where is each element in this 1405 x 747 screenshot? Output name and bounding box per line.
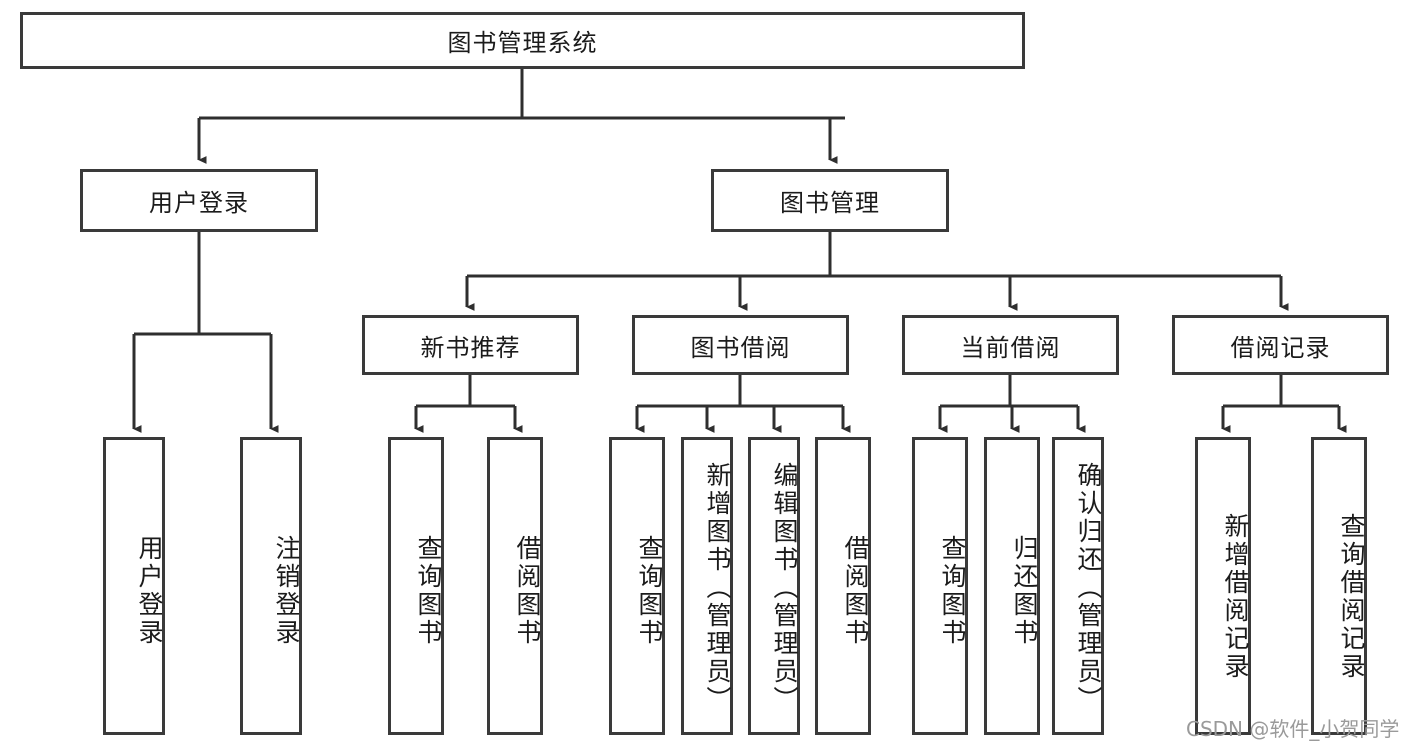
node-user-login-label: 用户登录 (149, 190, 249, 217)
node-root-label: 图书管理系统 (447, 30, 598, 57)
leaf-user-logout-label: 注销登录 (272, 535, 300, 647)
leaf-borrow-book-label: 借阅图书 (841, 535, 869, 647)
leaf-query-book-borrow[interactable]: 查询图书 (609, 437, 665, 735)
leaf-add-book-admin-label: 新增图书（管理员） (703, 462, 731, 714)
watermark-text: CSDN @软件_小贺同学 (1186, 717, 1400, 741)
leaf-return-book[interactable]: 归还图书 (984, 437, 1040, 735)
leaf-edit-book-admin[interactable]: 编辑图书（管理员） (748, 437, 800, 735)
node-book-management[interactable]: 图书管理 (711, 169, 949, 232)
leaf-query-book-recommend[interactable]: 查询图书 (388, 437, 444, 735)
leaf-add-borrow-record[interactable]: 新增借阅记录 (1195, 437, 1251, 735)
leaf-borrow-book[interactable]: 借阅图书 (815, 437, 871, 735)
node-current-borrow-label: 当前借阅 (960, 334, 1061, 362)
node-borrow-record-label: 借阅记录 (1230, 334, 1331, 362)
leaf-user-logout[interactable]: 注销登录 (240, 437, 302, 735)
leaf-confirm-return-admin-label: 确认归还（管理员） (1074, 462, 1102, 714)
node-new-book-recommend[interactable]: 新书推荐 (362, 315, 579, 375)
leaf-user-login[interactable]: 用户登录 (103, 437, 165, 735)
node-current-borrow[interactable]: 当前借阅 (902, 315, 1119, 375)
leaf-query-borrow-record[interactable]: 查询借阅记录 (1311, 437, 1367, 735)
leaf-return-book-label: 归还图书 (1010, 535, 1038, 647)
leaf-query-book-current-label: 查询图书 (938, 535, 966, 647)
leaf-confirm-return-admin[interactable]: 确认归还（管理员） (1052, 437, 1104, 735)
leaf-user-login-label: 用户登录 (135, 535, 163, 647)
node-borrow-record[interactable]: 借阅记录 (1172, 315, 1389, 375)
leaf-borrow-book-recommend[interactable]: 借阅图书 (487, 437, 543, 735)
node-book-management-label: 图书管理 (780, 190, 880, 217)
node-user-login[interactable]: 用户登录 (80, 169, 318, 232)
leaf-query-book-recommend-label: 查询图书 (414, 535, 442, 647)
node-book-borrow-label: 图书借阅 (690, 334, 791, 362)
leaf-query-borrow-record-label: 查询借阅记录 (1337, 513, 1365, 681)
leaf-edit-book-admin-label: 编辑图书（管理员） (770, 462, 798, 714)
leaf-add-borrow-record-label: 新增借阅记录 (1221, 513, 1249, 681)
node-root[interactable]: 图书管理系统 (20, 12, 1025, 69)
leaf-add-book-admin[interactable]: 新增图书（管理员） (681, 437, 733, 735)
leaf-borrow-book-recommend-label: 借阅图书 (513, 535, 541, 647)
leaf-query-book-borrow-label: 查询图书 (635, 535, 663, 647)
node-new-book-recommend-label: 新书推荐 (420, 334, 521, 362)
leaf-query-book-current[interactable]: 查询图书 (912, 437, 968, 735)
node-book-borrow[interactable]: 图书借阅 (632, 315, 849, 375)
